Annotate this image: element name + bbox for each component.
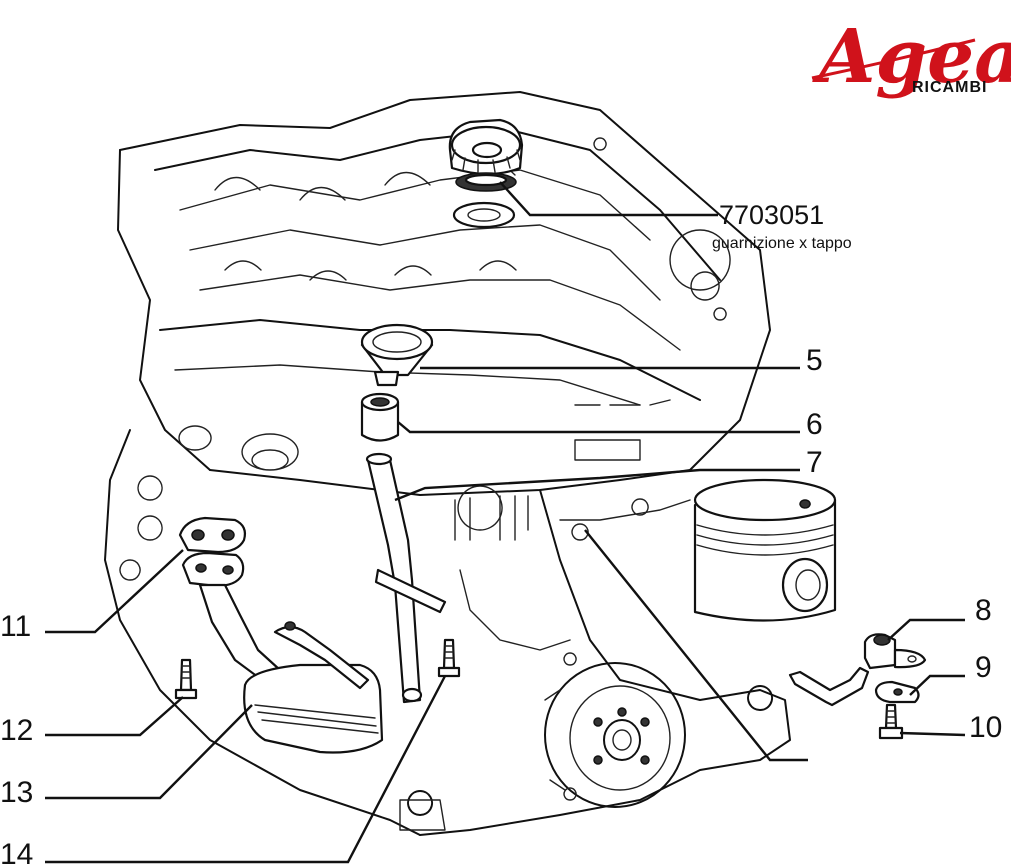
filler-neck <box>452 201 516 229</box>
logo-subtitle: RICAMBI <box>912 79 987 96</box>
part-14-bolt[interactable] <box>437 638 461 678</box>
callout-5: 5 <box>806 344 823 377</box>
leader-featured <box>499 181 718 217</box>
callout-10: 10 <box>969 711 1002 744</box>
logo-wordmark: Agea <box>812 14 1011 100</box>
part-12-bolt[interactable] <box>174 658 198 700</box>
part-5-funnel[interactable] <box>360 323 434 387</box>
oil-filler-cap[interactable] <box>448 118 524 176</box>
part-13-oil-pickup[interactable] <box>198 583 384 754</box>
callout-11: 11 <box>0 610 31 643</box>
part-6-bushing[interactable] <box>360 392 400 442</box>
callout-7: 7 <box>806 446 823 479</box>
part-11-gaskets[interactable] <box>178 516 247 588</box>
part-7-dipstick-tube[interactable] <box>365 452 447 704</box>
callout-6: 6 <box>806 408 823 441</box>
part-8-sensor-bracket[interactable] <box>788 633 927 707</box>
leader-10 <box>899 731 966 737</box>
part-9-plate[interactable] <box>874 680 920 704</box>
leader-6 <box>397 421 800 434</box>
callout-14: 14 <box>0 838 33 867</box>
logo-swoosh <box>811 38 976 80</box>
callout-8: 8 <box>975 594 992 627</box>
piston <box>693 478 837 622</box>
part-10-screw[interactable] <box>878 703 904 740</box>
leader-12 <box>45 696 184 737</box>
callout-9: 9 <box>975 651 992 684</box>
leader-block <box>584 529 808 762</box>
callout-12: 12 <box>0 714 33 747</box>
leader-13 <box>45 704 253 800</box>
leader-7 <box>394 468 800 502</box>
leader-14 <box>45 675 447 864</box>
featured-part-code: 7703051 <box>719 200 824 230</box>
featured-part-description: guarnizione x tappo <box>712 235 852 252</box>
leader-9 <box>909 674 965 696</box>
leader-11 <box>45 549 184 634</box>
callout-13: 13 <box>0 776 33 809</box>
engine-block <box>104 91 791 836</box>
leader-8 <box>887 618 965 641</box>
brand-logo: Agea RICAMBI <box>811 14 1011 100</box>
crank-pulley <box>544 652 686 808</box>
cap-gasket[interactable] <box>455 172 517 192</box>
leader-lines <box>45 181 966 864</box>
